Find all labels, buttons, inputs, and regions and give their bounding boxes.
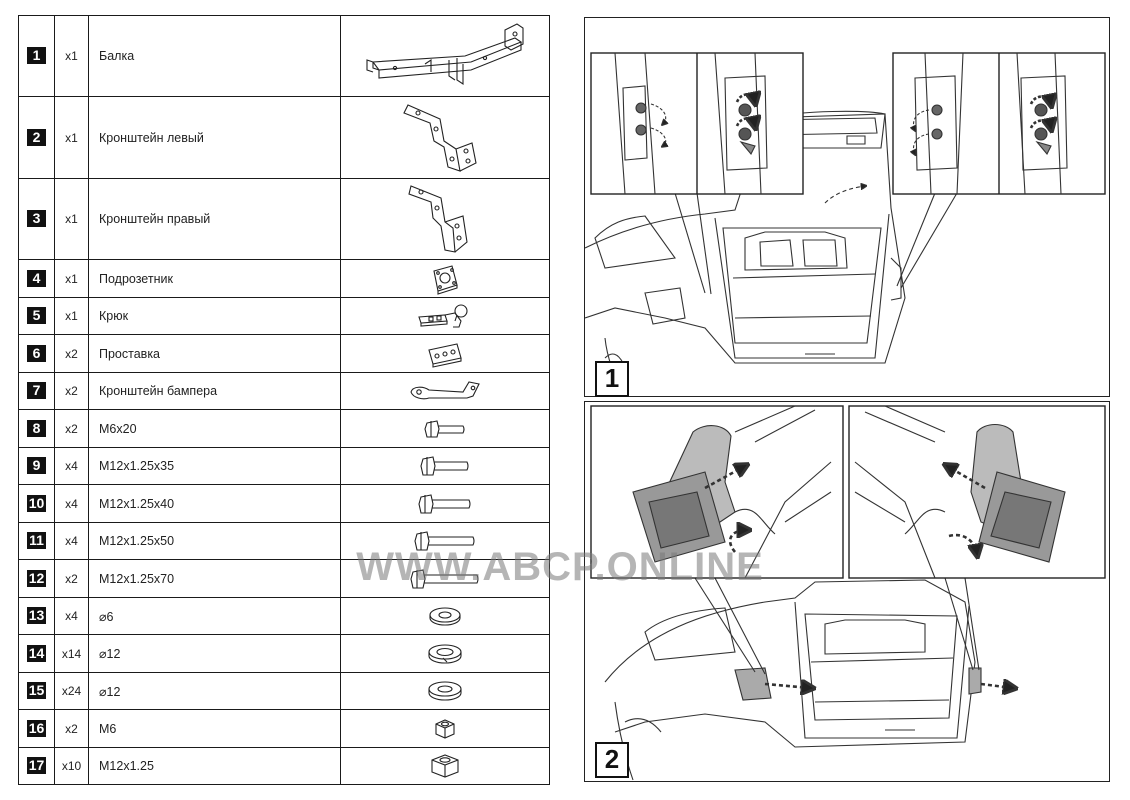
part-row: 10 x4 M12x1.25x40 xyxy=(18,484,550,523)
part-quantity: x4 xyxy=(54,597,89,635)
part-row: 2 x1 Кронштейн левый xyxy=(18,96,550,179)
part-quantity: x10 xyxy=(54,747,89,785)
nut-icon xyxy=(431,754,459,778)
part-row: 16 x2 M6 xyxy=(18,709,550,748)
part-number: 10 xyxy=(27,494,46,512)
part-name: Проставка xyxy=(88,334,341,373)
socket-plate-icon xyxy=(433,264,458,295)
part-number: 6 xyxy=(27,344,46,362)
part-row: 14 x14 ⌀12 xyxy=(18,634,550,673)
part-quantity: x24 xyxy=(54,672,89,710)
part-number: 16 xyxy=(27,719,46,737)
part-quantity: x1 xyxy=(54,15,89,97)
part-row: 8 x2 M6x20 xyxy=(18,409,550,448)
part-row: 3 x1 Кронштейн правый xyxy=(18,178,550,260)
part-row: 9 x4 M12x1.25x35 xyxy=(18,447,550,485)
part-name: M12x1.25x35 xyxy=(88,447,341,485)
part-row: 13 x4 ⌀6 xyxy=(18,597,550,635)
part-number: 2 xyxy=(27,128,46,146)
bolt-icon xyxy=(418,493,471,514)
part-number: 15 xyxy=(27,682,46,699)
part-quantity: x2 xyxy=(54,372,89,410)
part-name: M6 xyxy=(88,709,341,748)
part-name: M12x1.25x40 xyxy=(88,484,341,523)
part-quantity: x2 xyxy=(54,409,89,448)
step-1-panel: 1 xyxy=(584,17,1110,397)
part-quantity: x4 xyxy=(54,522,89,560)
flat-washer-icon xyxy=(428,681,462,701)
part-row: 6 x2 Проставка xyxy=(18,334,550,373)
step-2-panel: 2 xyxy=(584,401,1110,782)
part-number: 14 xyxy=(27,644,46,662)
part-number: 12 xyxy=(27,569,46,587)
bolt-icon xyxy=(420,456,469,476)
part-number: 4 xyxy=(27,269,46,287)
part-number: 1 xyxy=(27,47,46,64)
part-name: Кронштейн левый xyxy=(88,96,341,179)
part-quantity: x1 xyxy=(54,297,89,335)
part-row: 12 x2 M12x1.25x70 xyxy=(18,559,550,598)
part-name: Кронштейн правый xyxy=(88,178,341,260)
part-row: 1 x1 Балка xyxy=(18,15,550,97)
part-number: 5 xyxy=(27,307,46,324)
part-name: M12x1.25 xyxy=(88,747,341,785)
part-quantity: x14 xyxy=(54,634,89,673)
part-row: 5 x1 Крюк xyxy=(18,297,550,335)
part-name: Балка xyxy=(88,15,341,97)
bolt-icon xyxy=(424,419,465,438)
part-row: 4 x1 Подрозетник xyxy=(18,259,550,298)
part-number: 3 xyxy=(27,210,46,227)
part-quantity: x2 xyxy=(54,559,89,598)
part-name: Подрозетник xyxy=(88,259,341,298)
part-quantity: x1 xyxy=(54,259,89,298)
nut-icon xyxy=(435,718,455,739)
spacer-icon xyxy=(428,342,462,368)
part-name: ⌀6 xyxy=(88,597,341,635)
part-number: 17 xyxy=(27,757,46,774)
parts-table: 1 x1 Балка 2 x1 Кронштейн левый xyxy=(18,15,550,785)
part-row: 7 x2 Кронштейн бампера xyxy=(18,372,550,410)
part-quantity: x4 xyxy=(54,484,89,523)
hook-icon xyxy=(418,304,468,328)
spring-washer-icon xyxy=(428,643,462,664)
part-row: 11 x4 M12x1.25x50 xyxy=(18,522,550,560)
part-quantity: x2 xyxy=(54,334,89,373)
right-bracket-icon xyxy=(408,185,468,253)
part-name: ⌀12 xyxy=(88,634,341,673)
part-quantity: x4 xyxy=(54,447,89,485)
part-name: ⌀12 xyxy=(88,672,341,710)
step-number-2: 2 xyxy=(595,742,629,778)
beam-icon xyxy=(366,23,524,86)
part-row: 15 x24 ⌀12 xyxy=(18,672,550,710)
part-number: 7 xyxy=(27,382,46,399)
part-quantity: x1 xyxy=(54,96,89,179)
part-number: 9 xyxy=(27,457,46,474)
flat-washer-icon xyxy=(429,607,461,626)
part-name: Кронштейн бампера xyxy=(88,372,341,410)
part-name: Крюк xyxy=(88,297,341,335)
part-name: M12x1.25x50 xyxy=(88,522,341,560)
part-row: 17 x10 M12x1.25 xyxy=(18,747,550,785)
left-bracket-icon xyxy=(403,103,477,172)
taillight-wiring-illustration xyxy=(590,405,1106,781)
part-quantity: x1 xyxy=(54,178,89,260)
bolt-icon xyxy=(414,531,475,551)
part-number: 11 xyxy=(27,532,46,549)
car-tailgate-trim-removal-illustration xyxy=(585,52,1106,397)
part-number: 13 xyxy=(27,607,46,624)
bumper-bracket-icon xyxy=(410,381,480,400)
bolt-icon xyxy=(410,568,479,589)
part-name: M12x1.25x70 xyxy=(88,559,341,598)
part-quantity: x2 xyxy=(54,709,89,748)
part-name: M6x20 xyxy=(88,409,341,448)
step-number-1: 1 xyxy=(595,361,629,397)
part-number: 8 xyxy=(27,419,46,437)
